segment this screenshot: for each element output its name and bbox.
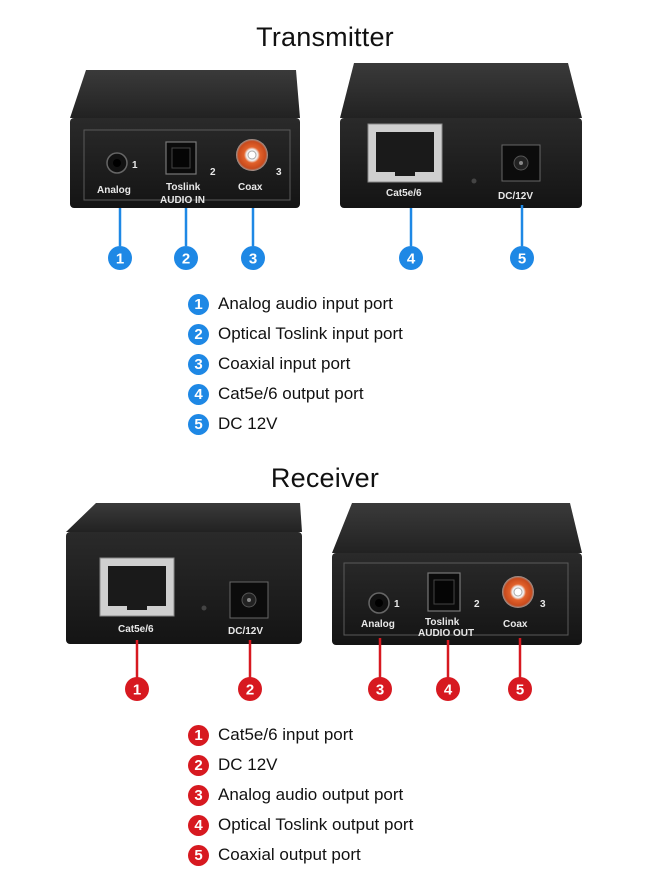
- tx-audio-in-label: AUDIO IN: [160, 195, 205, 206]
- tx-callout-lines: [118, 205, 524, 246]
- svg-text:5: 5: [518, 251, 526, 268]
- legend-num: 3: [188, 784, 209, 806]
- tx-badge-5: 5: [510, 246, 534, 270]
- tx-toslink-label: Toslink: [166, 182, 201, 193]
- rx-audio-out-label: AUDIO OUT: [418, 628, 474, 639]
- tx-cat-label: Cat5e/6: [386, 188, 422, 199]
- transmitter-title: Transmitter: [256, 22, 394, 52]
- transmitter-audio-unit: Analog 1 Toslink 2 Coax 3 AUDIO IN: [70, 70, 300, 208]
- legend-item: 2 DC 12V: [188, 750, 413, 780]
- tx-toslink-num: 2: [210, 167, 216, 178]
- tx-badges: 1 2 3 4 5: [108, 246, 534, 270]
- rx-badges: 1 2 3 4 5: [125, 677, 532, 701]
- rx-coax-label: Coax: [503, 619, 528, 630]
- legend-text: Optical Toslink input port: [218, 324, 403, 343]
- legend-num: 2: [188, 754, 209, 776]
- receiver-network-unit: Cat5e/6 DC/12V: [66, 503, 302, 644]
- svg-text:2: 2: [182, 251, 190, 268]
- receiver-legend: 1 Cat5e/6 input port 2 DC 12V 3 Analog a…: [188, 720, 413, 870]
- receiver-title: Receiver: [270, 463, 380, 493]
- receiver-audio-unit: Analog 1 Toslink 2 Coax 3 AUDIO OUT: [332, 503, 582, 645]
- legend-text: DC 12V: [218, 414, 278, 433]
- rx-led: [201, 605, 207, 611]
- svg-text:1: 1: [116, 251, 124, 268]
- legend-num: 5: [188, 413, 209, 435]
- rx-coax-num: 3: [540, 599, 546, 610]
- rx-dc-label: DC/12V: [228, 626, 263, 637]
- legend-num: 1: [188, 724, 209, 746]
- tx-analog-num: 1: [132, 160, 138, 171]
- rx-badge-2: 2: [238, 677, 262, 701]
- tx-analog-label: Analog: [97, 185, 131, 196]
- rx-badge-3: 3: [368, 677, 392, 701]
- rx-analog-num: 1: [394, 599, 400, 610]
- legend-num: 2: [188, 323, 209, 345]
- transmitter-network-unit: Cat5e/6 DC/12V: [340, 63, 582, 208]
- legend-item: 1 Analog audio input port: [188, 289, 403, 319]
- legend-text: Analog audio input port: [218, 294, 393, 313]
- tx-badge-3: 3: [241, 246, 265, 270]
- legend-item: 2 Optical Toslink input port: [188, 319, 403, 349]
- legend-num: 5: [188, 844, 209, 866]
- rx-analog-label: Analog: [361, 619, 395, 630]
- legend-text: Coaxial output port: [218, 845, 361, 864]
- svg-text:1: 1: [133, 682, 141, 699]
- svg-text:5: 5: [516, 682, 524, 699]
- svg-text:4: 4: [444, 682, 453, 699]
- transmitter-legend: 1 Analog audio input port 2 Optical Tosl…: [188, 289, 403, 439]
- legend-item: 4 Cat5e/6 output port: [188, 379, 403, 409]
- legend-item: 5 Coaxial output port: [188, 840, 413, 870]
- rx-cat-label: Cat5e/6: [118, 624, 154, 635]
- tx-coax-num: 3: [276, 167, 282, 178]
- legend-text: Analog audio output port: [218, 785, 404, 804]
- tx-dc-label: DC/12V: [498, 191, 533, 202]
- legend-num: 1: [188, 293, 209, 315]
- svg-text:3: 3: [249, 251, 257, 268]
- rx-badge-5: 5: [508, 677, 532, 701]
- tx-badge-1: 1: [108, 246, 132, 270]
- legend-text: Cat5e/6 input port: [218, 725, 354, 744]
- svg-text:2: 2: [246, 682, 254, 699]
- legend-item: 3 Analog audio output port: [188, 780, 413, 810]
- legend-item: 5 DC 12V: [188, 409, 403, 439]
- tx-led: [471, 178, 477, 184]
- svg-text:4: 4: [407, 251, 416, 268]
- rx-toslink-num: 2: [474, 599, 480, 610]
- legend-text: Optical Toslink output port: [218, 815, 414, 834]
- legend-item: 3 Coaxial input port: [188, 349, 403, 379]
- legend-text: DC 12V: [218, 755, 278, 774]
- legend-text: Cat5e/6 output port: [218, 384, 364, 403]
- legend-num: 4: [188, 814, 209, 836]
- rx-badge-1: 1: [125, 677, 149, 701]
- tx-badge-2: 2: [174, 246, 198, 270]
- tx-coax-label: Coax: [238, 182, 263, 193]
- rx-badge-4: 4: [436, 677, 460, 701]
- rx-toslink-label: Toslink: [425, 617, 460, 628]
- legend-item: 1 Cat5e/6 input port: [188, 720, 413, 750]
- rx-callout-lines: [135, 638, 522, 678]
- svg-text:3: 3: [376, 682, 384, 699]
- legend-num: 3: [188, 353, 209, 375]
- legend-num: 4: [188, 383, 209, 405]
- tx-badge-4: 4: [399, 246, 423, 270]
- legend-text: Coaxial input port: [218, 354, 351, 373]
- legend-item: 4 Optical Toslink output port: [188, 810, 413, 840]
